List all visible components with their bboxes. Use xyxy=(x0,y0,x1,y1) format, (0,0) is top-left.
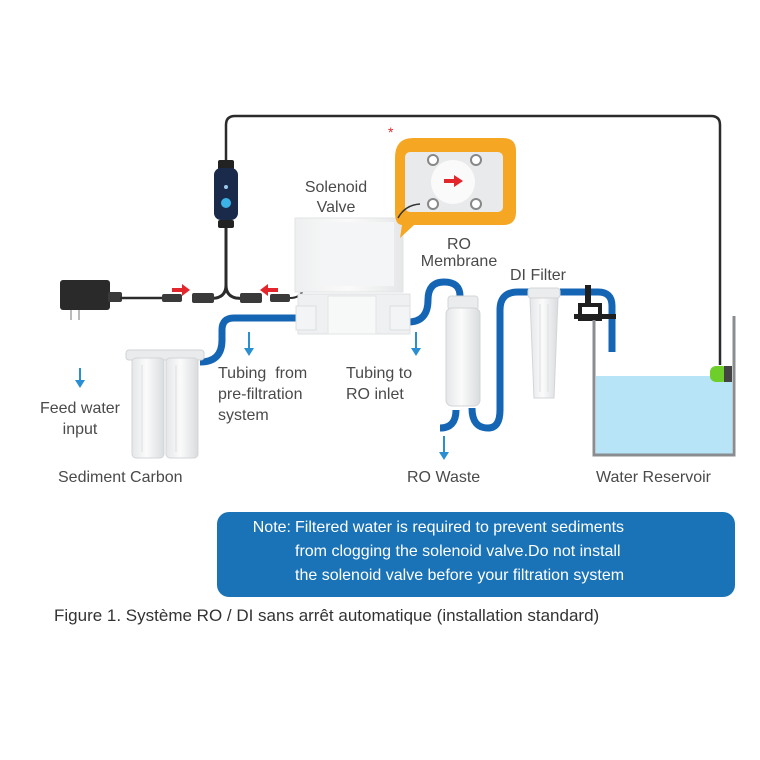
tubing-to-label: Tubing to RO inlet xyxy=(346,363,412,405)
note-row: from clogging the solenoid valve.Do not … xyxy=(217,540,735,564)
down-arrow-icon xyxy=(411,332,421,356)
controller-cable xyxy=(224,114,722,365)
label-line: pre-filtration xyxy=(218,386,303,403)
solenoid-valve xyxy=(294,217,411,335)
note-line: from clogging the solenoid valve.Do not … xyxy=(295,543,621,560)
label-line: RO inlet xyxy=(346,386,404,403)
note-row: Note:Filtered water is required to preve… xyxy=(217,516,735,540)
note-box: Note:Filtered water is required to preve… xyxy=(217,512,735,597)
note-line: Filtered water is required to prevent se… xyxy=(295,519,625,536)
note-prefix: Note: xyxy=(252,519,291,536)
ro-membrane-housing xyxy=(445,295,481,407)
label-line: Solenoid xyxy=(304,179,368,196)
di-filter xyxy=(527,287,561,399)
float-valve-bracket xyxy=(574,285,616,321)
pre-filters-label: Sediment Carbon xyxy=(58,469,183,486)
tubing-from-label: Tubing from pre-filtration system xyxy=(218,363,307,426)
label-line: RO xyxy=(447,236,471,253)
note-row: the solenoid valve before your filtratio… xyxy=(217,564,735,588)
ro-waste-tubing xyxy=(439,409,460,432)
label-line: input xyxy=(62,421,98,438)
solenoid-valve-label: Solenoid Valve xyxy=(296,178,376,218)
controller-unit xyxy=(214,160,238,228)
power-adapter xyxy=(60,280,122,320)
label-line: Membrane xyxy=(420,253,498,270)
feed-water-label: Feed water input xyxy=(30,398,130,440)
ro-inlet-tubing xyxy=(407,278,464,326)
down-arrow-icon xyxy=(439,436,449,460)
ro-waste-label: RO Waste xyxy=(407,469,481,486)
label-line: Tubing from xyxy=(218,365,308,382)
ro-membrane-label: RO Membrane xyxy=(412,236,506,270)
down-arrow-icon xyxy=(244,332,254,356)
connect-arrow-icon xyxy=(172,284,190,296)
pre-filter-canisters xyxy=(125,349,205,459)
connect-arrow-icon xyxy=(260,284,278,296)
reservoir-label: Water Reservoir xyxy=(596,469,711,486)
ro-product-tubing xyxy=(468,288,530,432)
label-line: Tubing to xyxy=(346,365,413,382)
flow-direction-arrow-icon xyxy=(444,175,463,187)
level-sensor xyxy=(710,366,732,382)
prefilter-tubing xyxy=(199,314,298,366)
note-line: the solenoid valve before your filtratio… xyxy=(295,567,625,584)
di-outlet-tubing xyxy=(560,288,616,352)
figure-caption: Figure 1. Système RO / DI sans arrêt aut… xyxy=(54,606,600,625)
valve-callout xyxy=(395,138,516,238)
label-line: system xyxy=(218,407,269,424)
label-line: Feed water xyxy=(39,400,121,417)
down-arrow-icon xyxy=(75,368,85,388)
water-reservoir xyxy=(592,316,736,457)
di-filter-label: DI Filter xyxy=(510,267,566,284)
label-line: Valve xyxy=(316,199,356,216)
callout-marker: * xyxy=(388,124,394,140)
